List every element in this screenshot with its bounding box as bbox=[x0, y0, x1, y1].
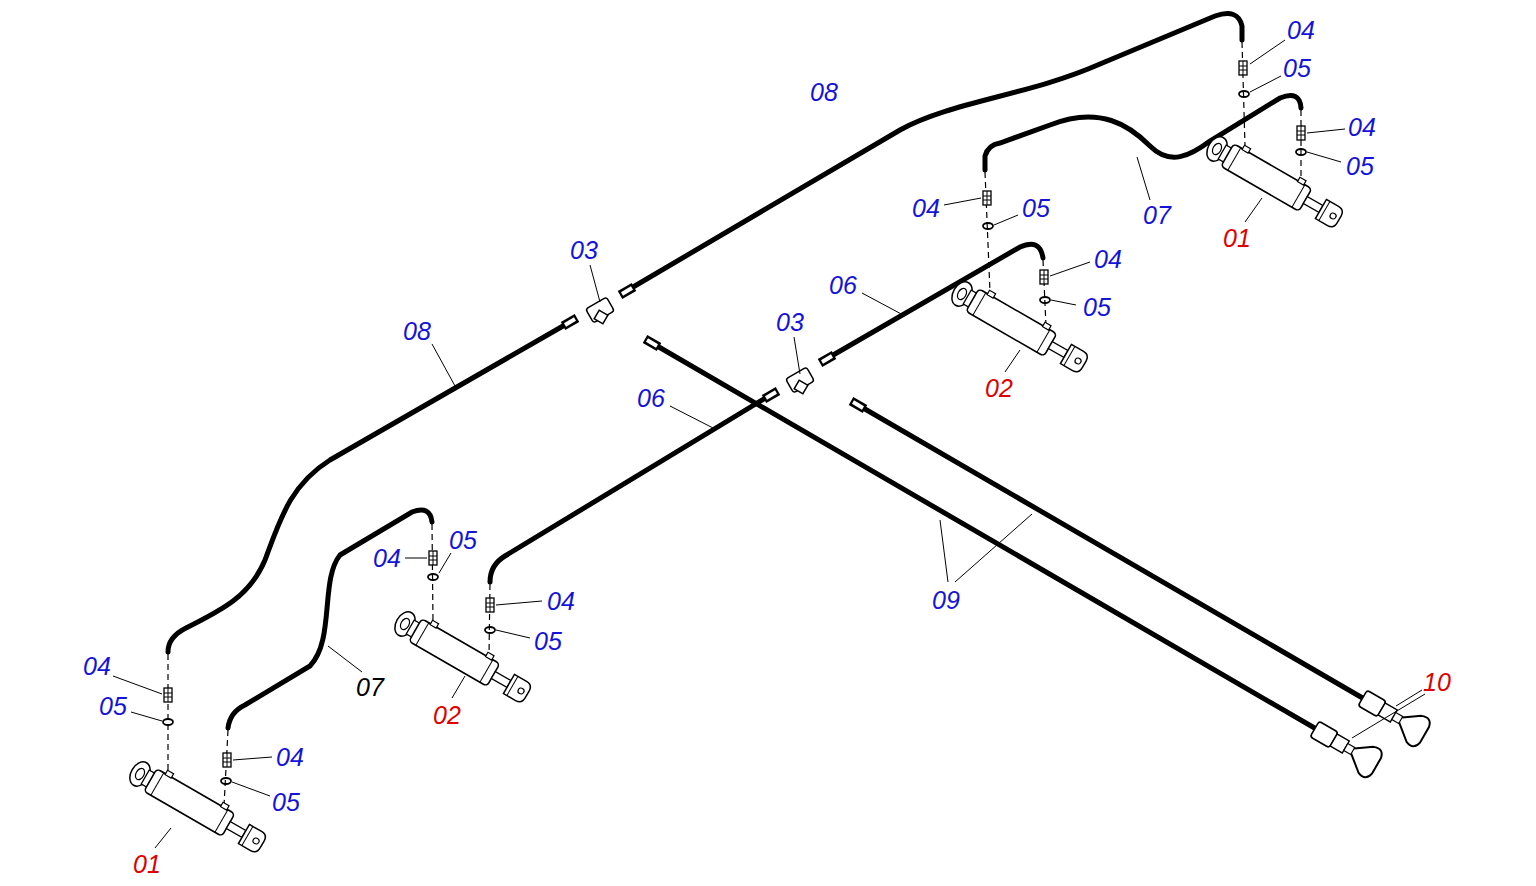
callout-number: 05 bbox=[449, 528, 477, 553]
callout-number: 06 bbox=[829, 273, 857, 298]
callout-number: 01 bbox=[1223, 226, 1251, 251]
callout-number: 08 bbox=[810, 80, 838, 105]
callout-number: 06 bbox=[637, 386, 665, 411]
callout-number: 08 bbox=[403, 319, 431, 344]
callout-number: 07 bbox=[1143, 203, 1171, 228]
callout-number: 02 bbox=[433, 703, 461, 728]
callout-number: 05 bbox=[534, 629, 562, 654]
callout-number: 02 bbox=[985, 376, 1013, 401]
callout-number: 04 bbox=[83, 654, 111, 679]
callout-number: 03 bbox=[776, 310, 804, 335]
callout-number: 04 bbox=[373, 546, 401, 571]
callout-number: 01 bbox=[133, 852, 161, 877]
callout-number: 05 bbox=[272, 790, 300, 815]
callout-number: 04 bbox=[1348, 115, 1376, 140]
callout-number: 04 bbox=[547, 589, 575, 614]
callout-number: 05 bbox=[1283, 56, 1311, 81]
callout-number: 05 bbox=[1346, 154, 1374, 179]
callout-number: 03 bbox=[570, 238, 598, 263]
callout-number: 05 bbox=[99, 694, 127, 719]
callout-number: 10 bbox=[1423, 670, 1451, 695]
callout-number: 04 bbox=[276, 745, 304, 770]
callout-number: 07 bbox=[356, 675, 384, 700]
callout-number: 05 bbox=[1022, 196, 1050, 221]
callout-number: 04 bbox=[912, 196, 940, 221]
callout-number: 05 bbox=[1083, 295, 1111, 320]
callout-number: 09 bbox=[932, 588, 960, 613]
callout-number: 04 bbox=[1094, 247, 1122, 272]
callout-number: 04 bbox=[1287, 18, 1315, 43]
